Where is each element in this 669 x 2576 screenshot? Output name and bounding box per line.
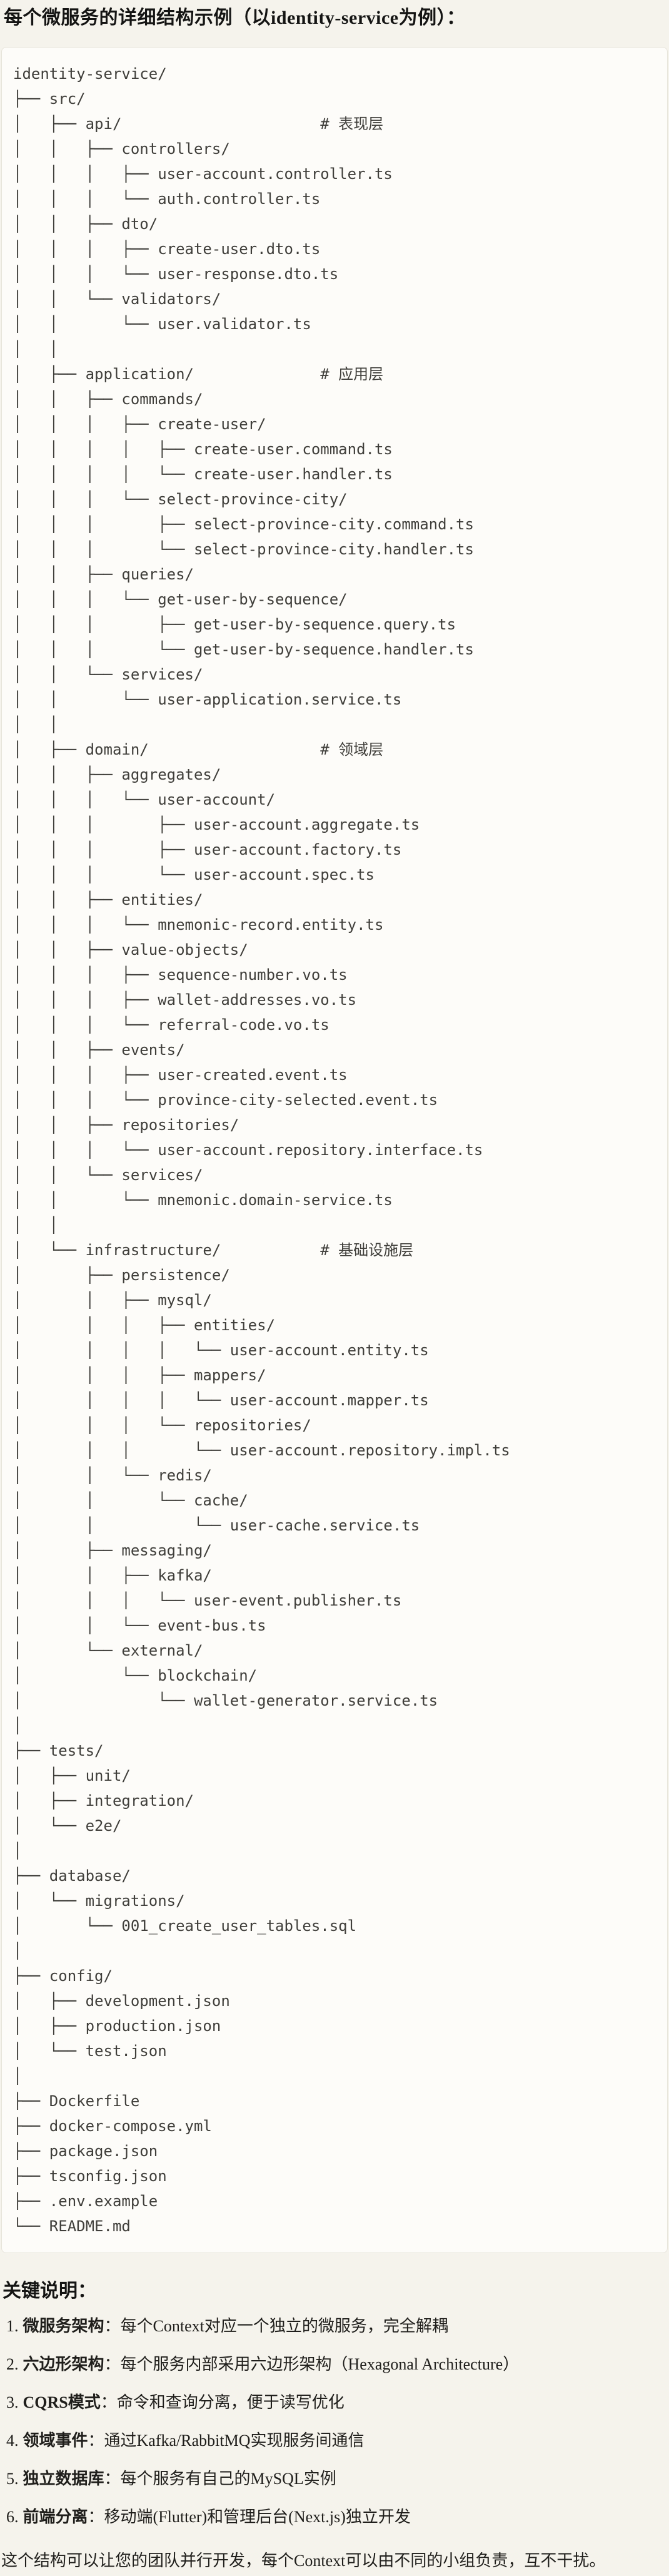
item-desc: 移动端(Flutter)和管理后台(Next.js)独立开发	[104, 2508, 411, 2526]
item-term: 独立数据库	[23, 2470, 104, 2488]
item-desc: 每个服务有自己的MySQL实例	[120, 2470, 336, 2488]
directory-tree-code-block: identity-service/ ├── src/ │ ├── api/ # …	[1, 47, 668, 2253]
item-colon: ：	[88, 2431, 104, 2450]
item-number: 3.	[6, 2393, 19, 2411]
note-item-domain-events: 4.领域事件：通过Kafka/RabbitMQ实现服务间通信	[1, 2428, 668, 2453]
note-item-independent-database: 5.独立数据库：每个服务有自己的MySQL实例	[1, 2467, 668, 2492]
page-title: 每个微服务的详细结构示例（以identity-service为例）：	[4, 8, 466, 28]
item-colon: ：	[104, 2317, 121, 2335]
note-item-hexagonal-architecture: 2.六边形架构：每个服务内部采用六边形架构（Hexagonal Architec…	[1, 2352, 668, 2377]
closing-paragraph: 这个结构可以让您的团队并行开发，每个Context可以由不同的小组负责，互不干扰…	[1, 2552, 606, 2570]
item-term: 六边形架构	[23, 2355, 104, 2373]
item-term: 领域事件	[23, 2431, 88, 2450]
item-number: 5.	[6, 2470, 19, 2488]
key-notes-list: 1.微服务架构：每个Context对应一个独立的微服务，完全解耦 2.六边形架构…	[1, 2314, 668, 2530]
item-colon: ：	[88, 2508, 104, 2526]
note-item-frontend-separation: 6.前端分离：移动端(Flutter)和管理后台(Next.js)独立开发	[1, 2505, 668, 2530]
item-number: 4.	[6, 2431, 19, 2450]
item-number: 1.	[6, 2317, 19, 2335]
item-number: 6.	[6, 2508, 19, 2526]
item-desc: 每个服务内部采用六边形架构（Hexagonal Architecture）	[120, 2355, 520, 2373]
item-term: CQRS模式	[23, 2393, 101, 2411]
note-item-cqrs-pattern: 3.CQRS模式：命令和查询分离，便于读写优化	[1, 2390, 668, 2415]
item-colon: ：	[104, 2470, 121, 2488]
item-desc: 通过Kafka/RabbitMQ实现服务间通信	[104, 2431, 365, 2450]
note-item-microservice-architecture: 1.微服务架构：每个Context对应一个独立的微服务，完全解耦	[1, 2314, 668, 2339]
item-desc: 每个Context对应一个独立的微服务，完全解耦	[120, 2317, 448, 2335]
item-term: 微服务架构	[23, 2317, 104, 2335]
item-colon: ：	[104, 2355, 121, 2373]
directory-tree-text: identity-service/ ├── src/ │ ├── api/ # …	[13, 65, 510, 2235]
item-colon: ：	[100, 2393, 117, 2411]
key-notes-heading: 关键说明：	[3, 2281, 96, 2301]
item-number: 2.	[6, 2355, 19, 2373]
item-desc: 命令和查询分离，便于读写优化	[116, 2393, 345, 2411]
item-term: 前端分离	[23, 2508, 88, 2526]
